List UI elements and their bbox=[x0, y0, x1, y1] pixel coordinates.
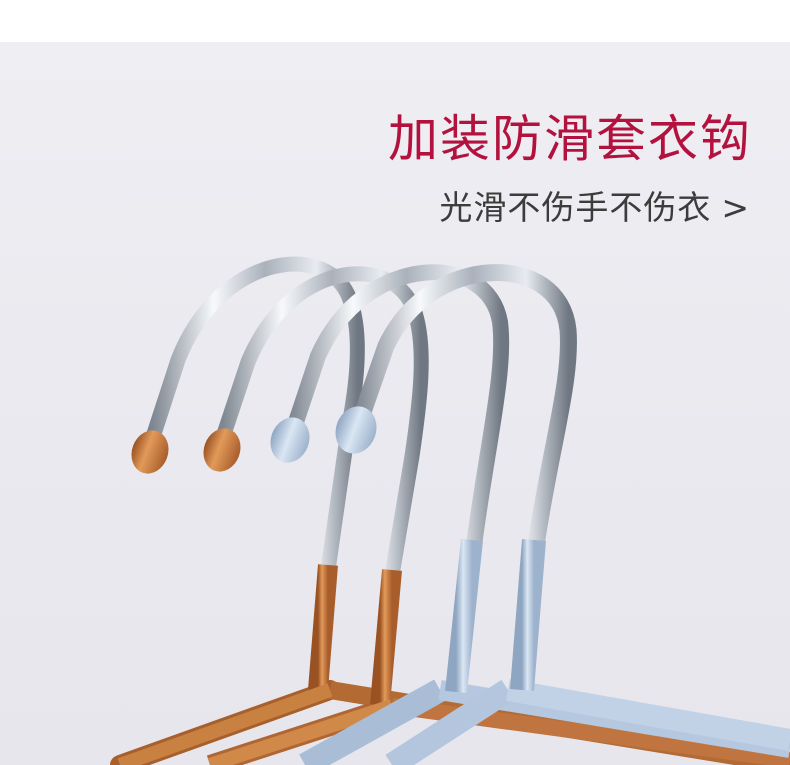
hanger-blue-2 bbox=[335, 264, 577, 691]
hanger-bars-blue bbox=[299, 679, 790, 765]
hanger-tip-blue-icon bbox=[335, 406, 377, 454]
hanger-blue-1 bbox=[270, 264, 510, 694]
hanger-tip-blue-icon bbox=[270, 417, 310, 463]
hanger-copper-1 bbox=[117, 256, 365, 765]
chevron-right-icon: > bbox=[721, 188, 750, 227]
subtitle-text: 光滑不伤手不伤衣 bbox=[439, 188, 712, 227]
hanger-tip-copper-icon bbox=[203, 428, 241, 472]
hanger-tip-copper-icon bbox=[131, 430, 169, 474]
page-title: 加装防滑套衣钩 bbox=[388, 110, 752, 168]
subtitle: 光滑不伤手不伤衣> bbox=[439, 186, 750, 230]
